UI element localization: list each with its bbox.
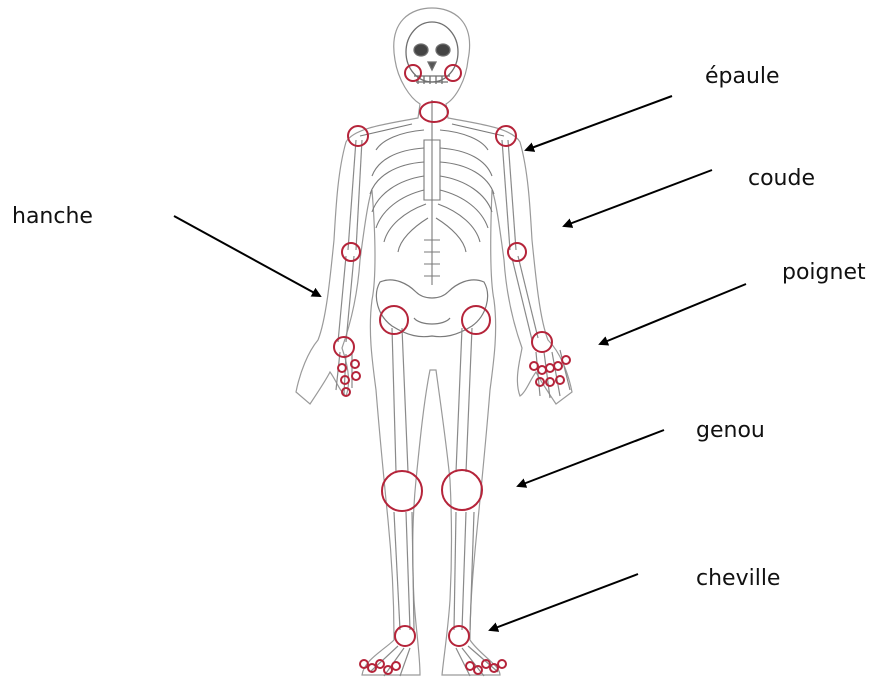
arrow-genou <box>518 430 664 486</box>
body-outline <box>296 8 572 675</box>
arrow-coude <box>564 170 712 226</box>
pelvis <box>376 280 487 337</box>
joint-knee-right <box>442 470 482 510</box>
joint-hip-right <box>462 306 490 334</box>
label-genou: genou <box>696 420 765 442</box>
arrow-hanche <box>174 216 320 296</box>
joint-wrist-right <box>532 332 552 352</box>
joint-elbow-left <box>342 243 360 261</box>
arrow-cheville <box>490 574 638 630</box>
label-poignet: poignet <box>782 262 866 284</box>
joint-ankle-left <box>395 626 415 646</box>
joint-hip-left <box>380 306 408 334</box>
skull <box>406 22 458 84</box>
label-cheville: cheville <box>696 568 780 590</box>
joint-neck <box>420 102 448 122</box>
joint-circles <box>334 65 570 674</box>
joint-shoulder-right <box>496 126 516 146</box>
label-epaule: épaule <box>705 66 780 88</box>
arrow-epaule <box>526 96 672 150</box>
rib-cage <box>360 100 504 285</box>
joint-elbow-right <box>508 243 526 261</box>
label-hanche: hanche <box>12 206 93 228</box>
joint-jaw-right <box>445 65 461 81</box>
joint-ankle-right <box>449 626 469 646</box>
arrow-poignet <box>600 284 746 344</box>
label-coude: coude <box>748 168 815 190</box>
joint-knee-left <box>382 471 422 511</box>
